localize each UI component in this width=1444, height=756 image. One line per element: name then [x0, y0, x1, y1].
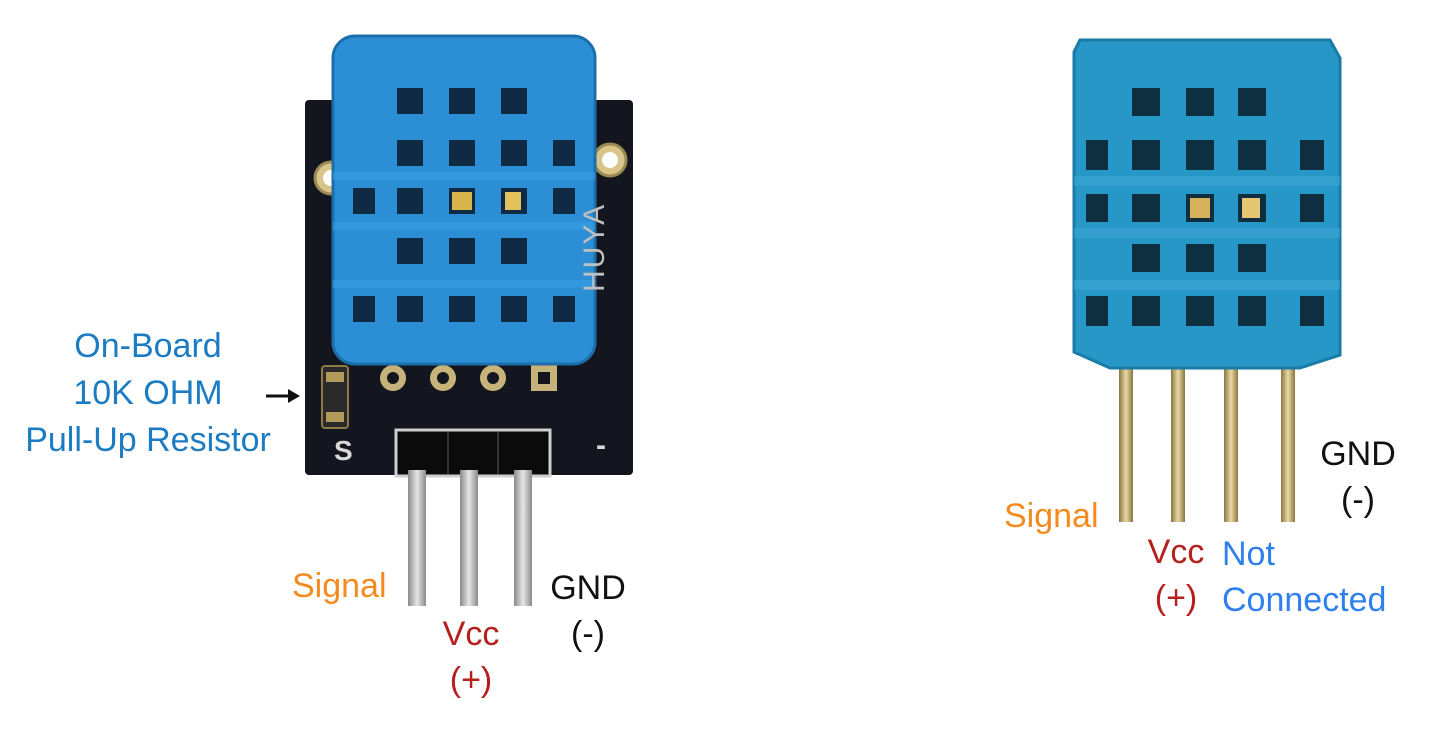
bare-pin-signal — [1119, 362, 1133, 522]
module-label-gnd-polarity: (-) — [571, 615, 605, 654]
bare-label-vcc: Vcc (+) — [1140, 532, 1212, 618]
bare-label-vcc-polarity: (+) — [1154, 579, 1198, 618]
module-pin-gnd — [514, 470, 532, 606]
module-pins — [408, 470, 532, 606]
bare-label-vcc-name: Vcc — [1147, 533, 1205, 571]
module-pin-signal — [408, 470, 426, 606]
annotation-line-1: On-Board — [74, 327, 222, 365]
bare-label-gnd-polarity: (-) — [1341, 481, 1375, 520]
dht11-bare-sensor — [1072, 38, 1342, 522]
bare-pin-vcc — [1171, 362, 1185, 522]
bare-label-gnd-name: GND — [1320, 435, 1396, 473]
module-pin-vcc — [460, 470, 478, 606]
onboard-resistor-annotation: On-Board 10K OHM Pull-Up Resistor — [14, 326, 282, 460]
module-label-vcc-name: Vcc — [442, 615, 500, 653]
module-label-gnd: GND (-) — [540, 568, 636, 654]
bare-pin-nc — [1224, 362, 1238, 522]
silkscreen-minus-mark: - — [596, 429, 606, 462]
bare-sensor-housing — [1072, 38, 1342, 370]
annotation-line-3: Pull-Up Resistor — [25, 421, 271, 460]
module-label-gnd-name: GND — [550, 569, 626, 607]
bare-label-nc-line1: Not — [1222, 535, 1275, 573]
bare-pin-gnd — [1281, 362, 1295, 522]
dht11-module — [266, 34, 633, 606]
annotation-line-2: 10K OHM — [73, 374, 223, 413]
silkscreen-brand: HUYA — [578, 202, 611, 292]
resistor-arrow — [266, 389, 300, 403]
bare-label-signal: Signal — [1004, 497, 1099, 535]
module-label-signal: Signal — [292, 567, 387, 605]
bare-pins — [1119, 362, 1295, 522]
solder-pads — [380, 365, 557, 391]
pin-header-housing — [394, 428, 552, 478]
silkscreen-s-mark: S — [334, 435, 353, 466]
module-label-vcc-polarity: (+) — [449, 661, 493, 700]
module-sensor-housing — [331, 34, 597, 366]
module-label-vcc: Vcc (+) — [430, 614, 512, 700]
bare-label-not-connected: Not Connected — [1222, 534, 1386, 620]
bare-label-nc-line2: Connected — [1222, 581, 1387, 620]
bare-label-gnd: GND (-) — [1310, 434, 1406, 520]
